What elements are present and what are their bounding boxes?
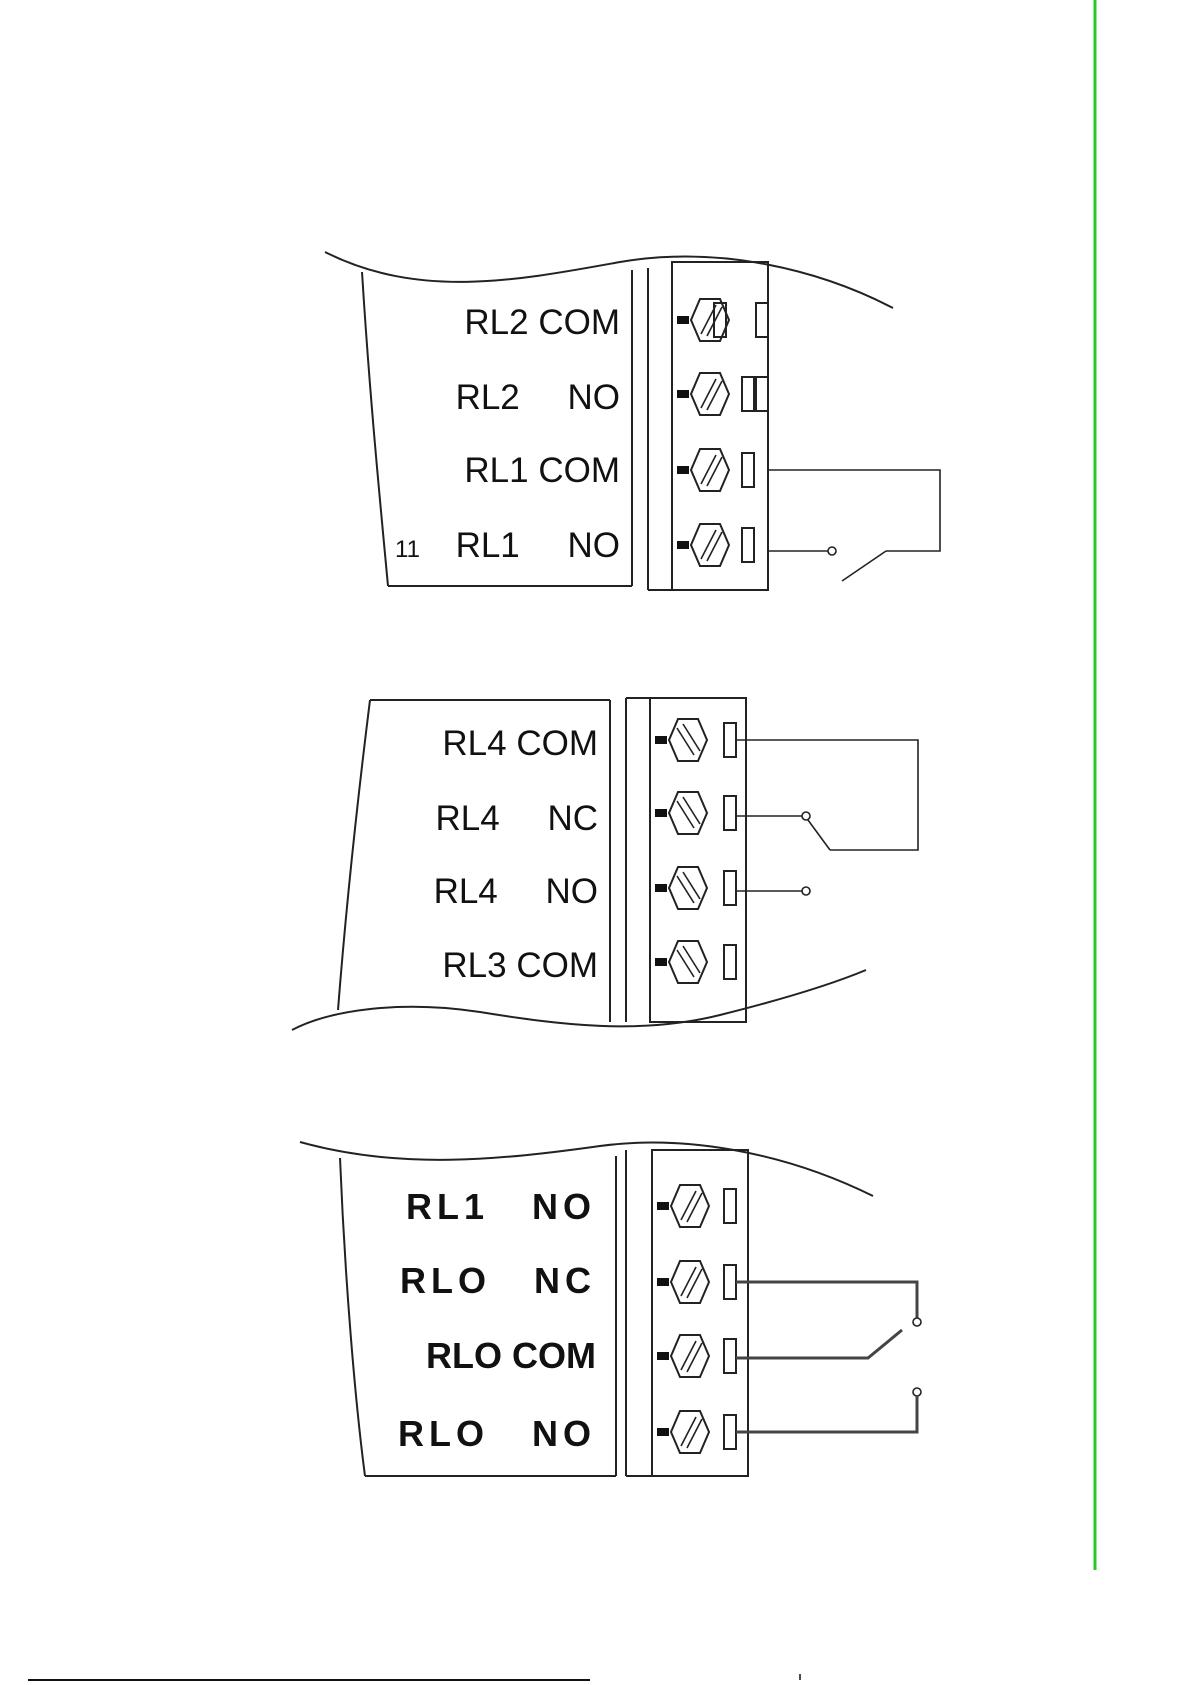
terminal-label: RLO COM [426,1335,596,1376]
terminal-label: RL4 COM [442,724,598,763]
terminal-label: RL2 COM [464,303,620,342]
screw-terminal [655,719,736,761]
diagram-relay-0-1: RL1 NO RLO NC RLO COM RLO NO [300,1142,921,1476]
terminal-label: RLO NO [398,1413,596,1454]
screw-terminal [657,1411,736,1453]
terminal-label: RL4 NO [434,872,598,911]
terminal-label: RLO NC [400,1260,596,1301]
terminal-label: RL1 NO [406,1186,596,1227]
external-switch-wiring [736,1282,921,1432]
screw-terminal [657,1185,736,1227]
external-switch-wiring [736,740,918,895]
diagram-relay-3-4: RL4 COM RL4 NC RL4 NO RL3 COM [292,698,918,1030]
screw-terminal [677,373,754,415]
terminal-label: RL1 NO [456,526,620,565]
pin-number: 11 [395,536,420,563]
terminal-label: RL3 COM [442,946,598,985]
terminal-label: RL2 NO [456,378,620,417]
diagram-relay-1-2: RL2 COM RL2 NO RL1 COM RL1 NO 11 [325,252,940,590]
screw-terminal [677,524,754,566]
screw-terminal [655,867,736,909]
screw-terminal [657,1335,736,1377]
terminal-label: RL4 NC [436,799,598,838]
screw-terminal [655,941,736,983]
external-switch-wiring [768,470,940,581]
screw-terminal [655,792,736,834]
terminal-label: RL1 COM [464,451,620,490]
screw-terminal [657,1261,736,1303]
screw-terminal [677,449,754,491]
screw-terminal [677,299,729,341]
